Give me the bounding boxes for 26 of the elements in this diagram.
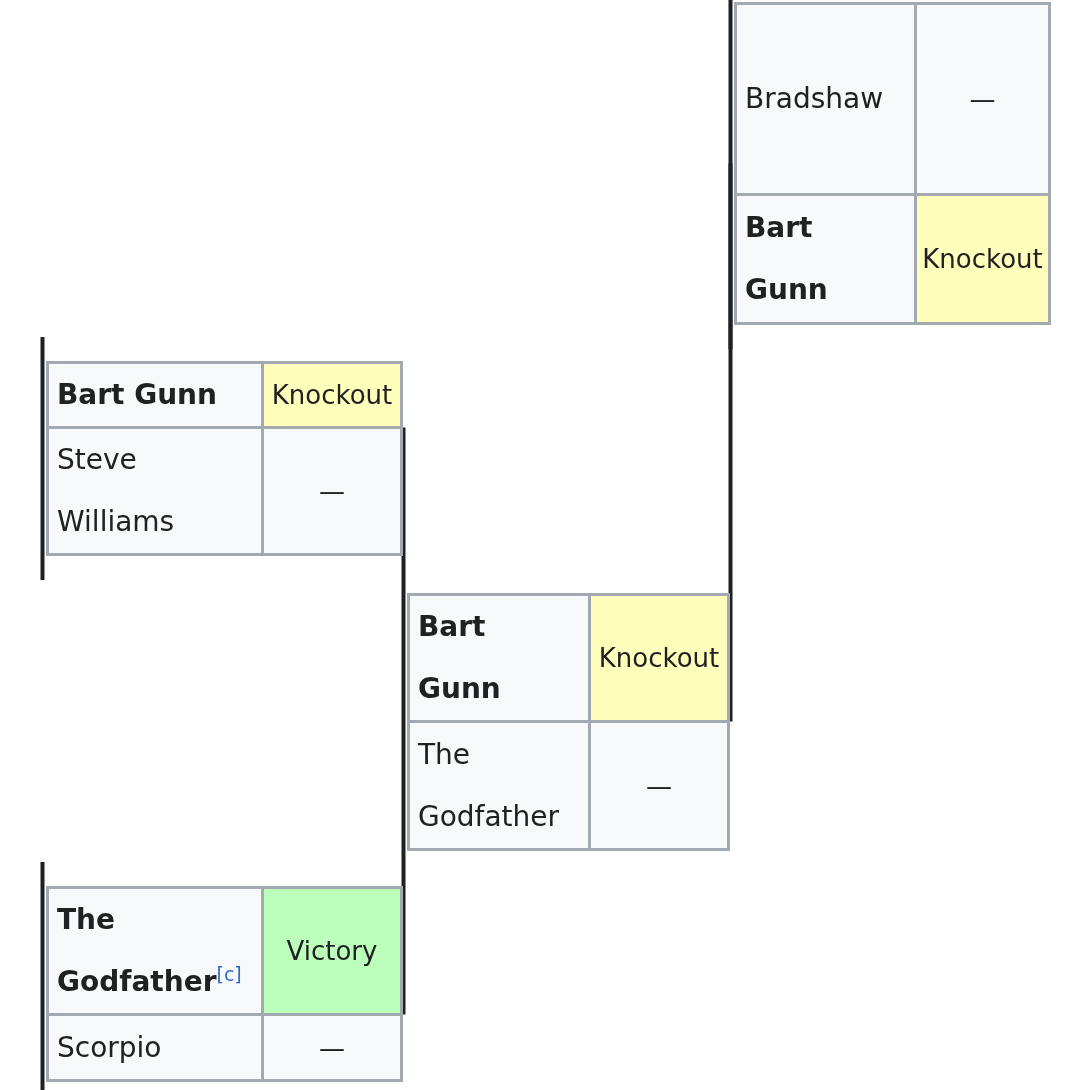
competitor-cell: Bart Gunn [408, 594, 590, 722]
bracket-line [40, 862, 45, 1090]
competitor-cell: Scorpio [47, 1014, 263, 1081]
result-cell: — [262, 1014, 402, 1081]
competitor-cell: The Godfather$^{[c]}$ [47, 887, 263, 1015]
match-table [734, 2, 1051, 325]
competitor-cell: The Godfather [408, 721, 590, 850]
match-table [46, 361, 403, 556]
result-cell: Knockout [262, 362, 402, 428]
competitor-cell: Steve Williams [47, 427, 263, 555]
bracket-line [401, 722, 406, 1015]
competitor-cell: Bart Gunn [47, 362, 263, 428]
result-cell: — [262, 427, 402, 555]
result-cell: Knockout [915, 194, 1050, 324]
competitor-cell: Bart Gunn [735, 194, 916, 324]
footnote-link: [c] [216, 962, 242, 985]
bracket-line [728, 0, 733, 349]
bracket-line [40, 337, 45, 580]
match-table [46, 886, 403, 1082]
match-table [407, 593, 730, 851]
result-cell: — [589, 721, 729, 850]
result-cell: Victory [262, 887, 402, 1015]
result-cell: Knockout [589, 594, 729, 722]
competitor-cell: Bradshaw [735, 3, 916, 195]
bracket-line [401, 427, 406, 722]
result-cell: — [915, 3, 1050, 195]
